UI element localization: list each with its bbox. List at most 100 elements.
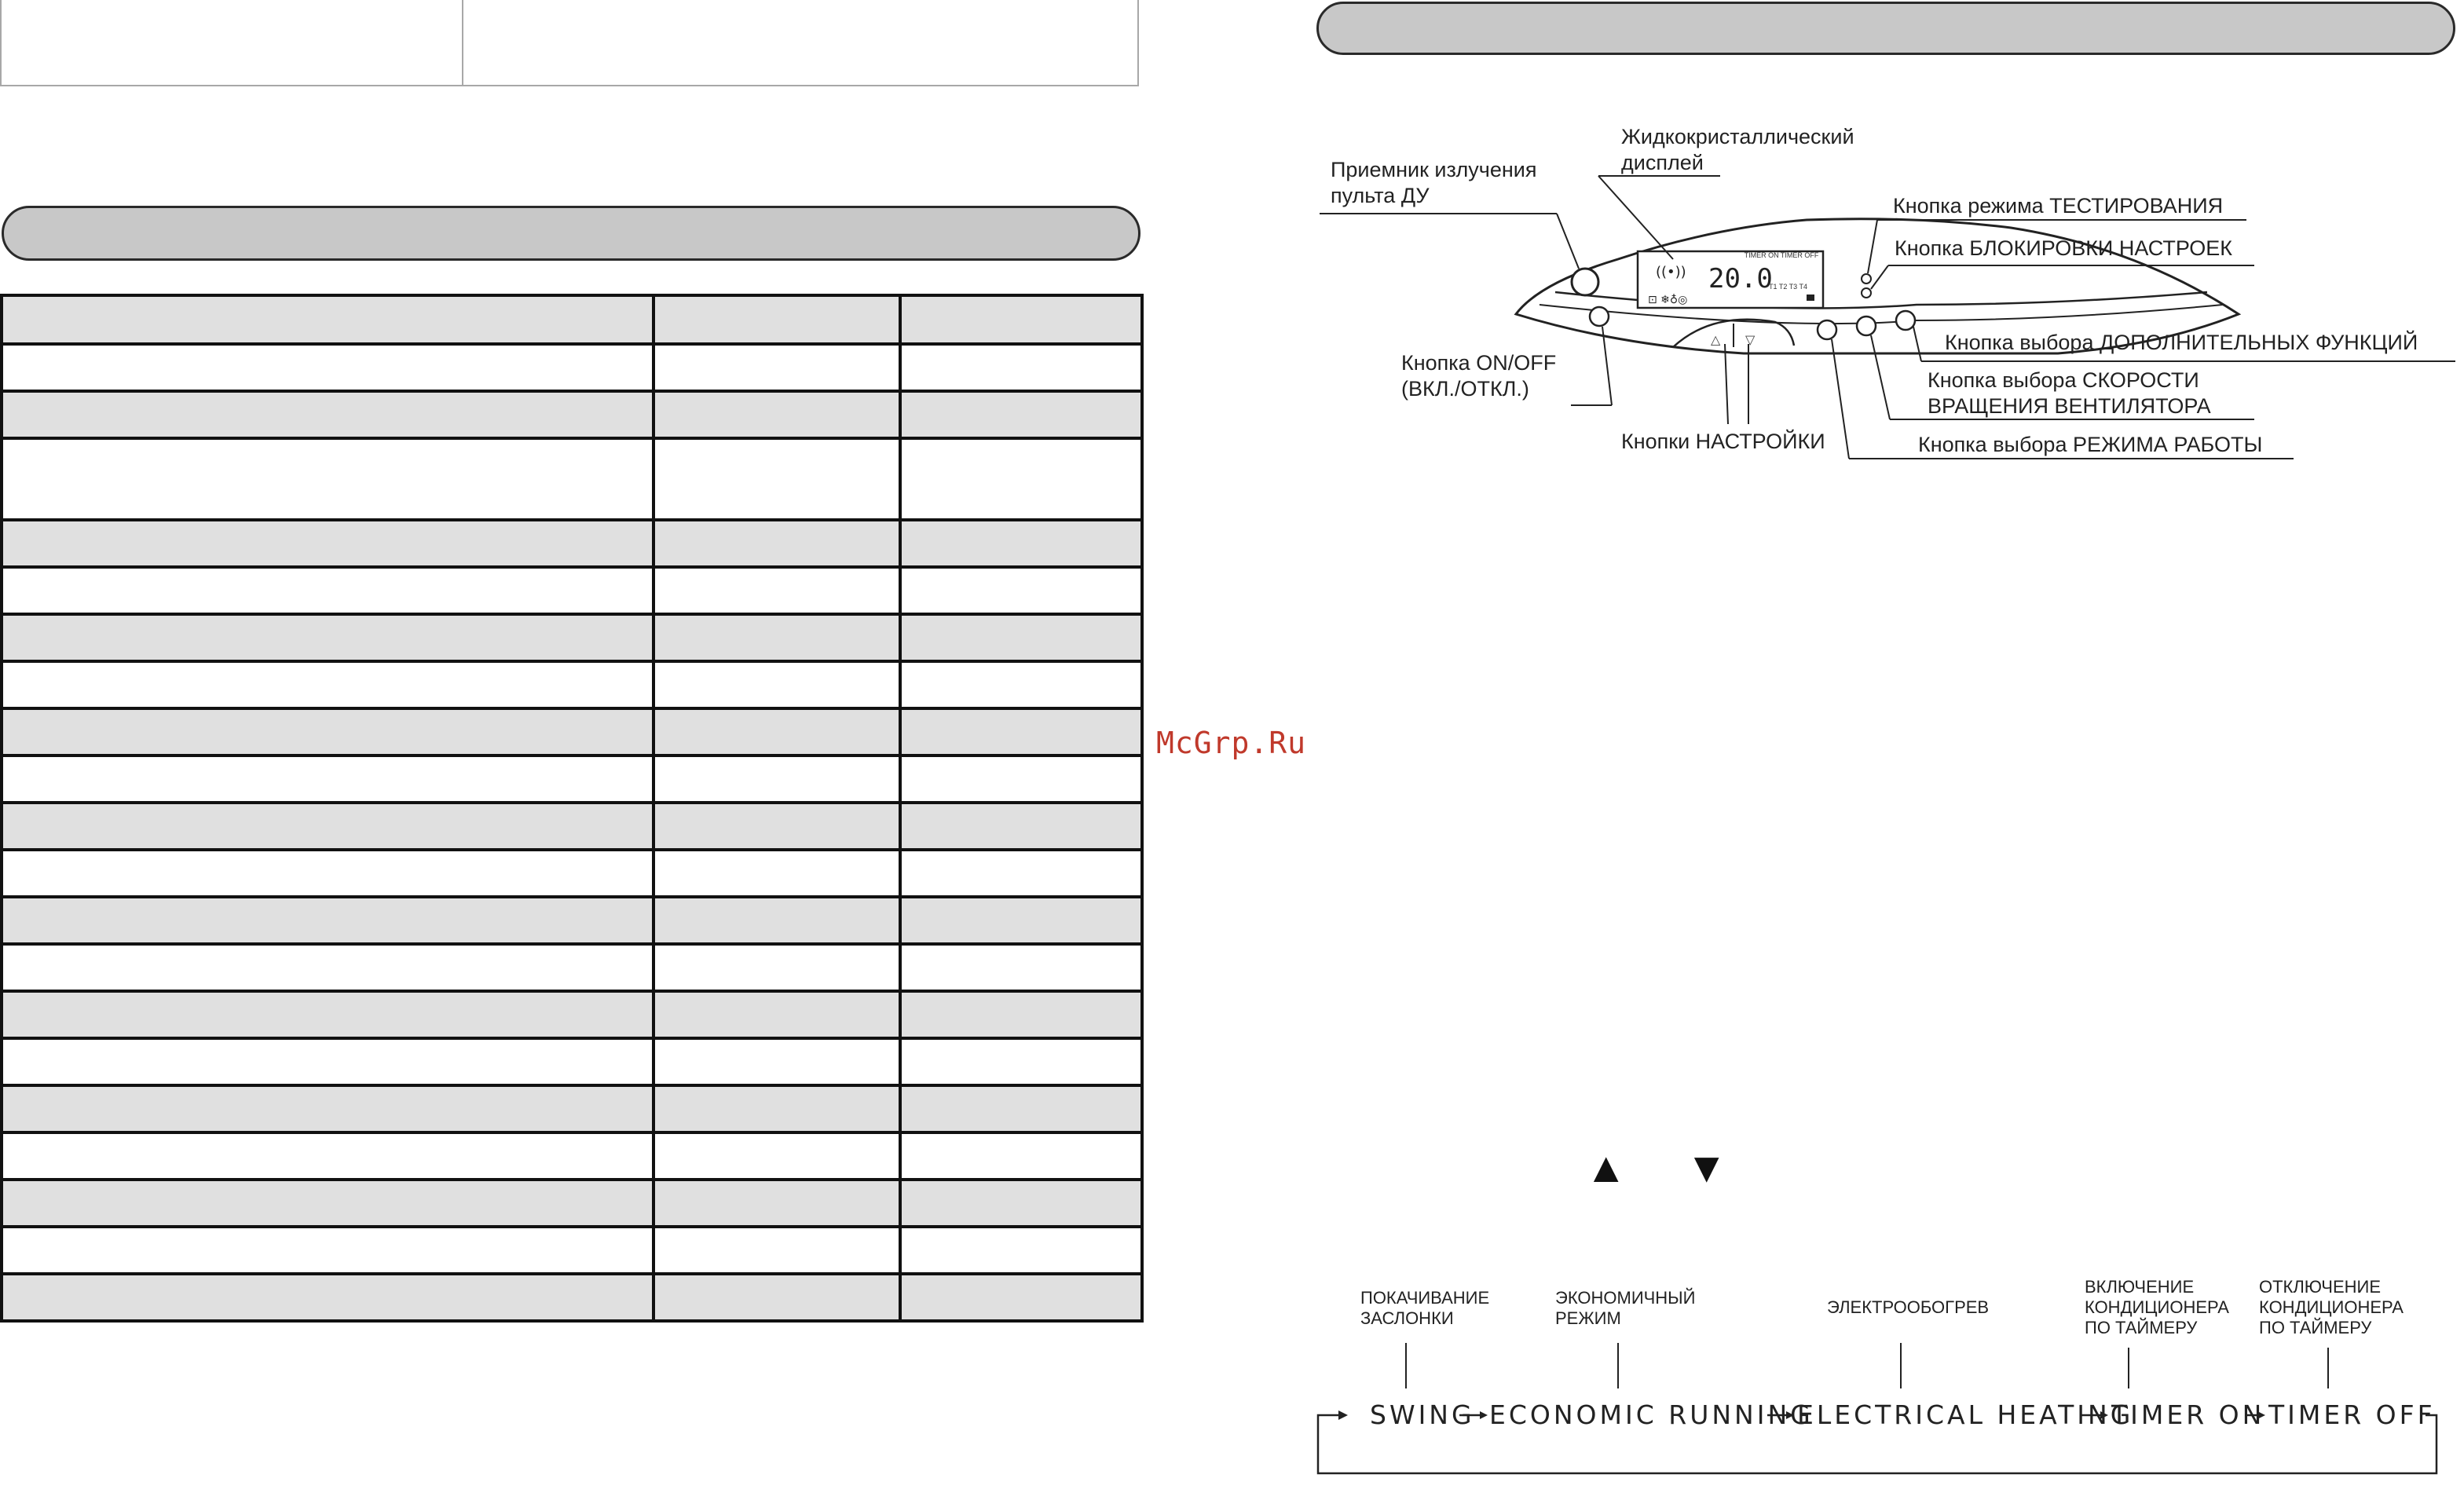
label-fan-speed: Кнопка выбора СКОРОСТИ ВРАЩЕНИЯ ВЕНТИЛЯТ… — [1928, 368, 2211, 419]
arrow-head-icon — [1786, 1411, 1794, 1419]
label-fan-speed-line1: Кнопка выбора СКОРОСТИ — [1928, 368, 2199, 392]
leader-line — [1556, 213, 1580, 269]
settings-up-button[interactable]: △ — [1711, 332, 1721, 347]
table-row — [0, 660, 1144, 710]
step-economic-running: ECONOMIC RUNNING — [1489, 1399, 1814, 1430]
caption-timer-on-line3: ПО ТАЙМЕРУ — [2085, 1318, 2198, 1337]
section-header-bar-left — [2, 206, 1140, 261]
table-row — [0, 1131, 1144, 1181]
leader-line — [1870, 265, 1889, 290]
caption-timer-off: ОТКЛЮЧЕНИЕ КОНДИЦИОНЕРА ПО ТАЙМЕРУ — [2259, 1277, 2404, 1338]
down-arrow-icon: ▼ — [1686, 1144, 1728, 1191]
settings-down-button[interactable]: ▽ — [1745, 332, 1756, 347]
label-settings: Кнопки НАСТРОЙКИ — [1621, 430, 1825, 453]
lock-led-icon — [1861, 287, 1872, 298]
leader-line — [1598, 175, 1674, 260]
caption-timer-on: ВКЛЮЧЕНИЕ КОНДИЦИОНЕРА ПО ТАЙМЕРУ — [2085, 1277, 2229, 1338]
table-row — [0, 895, 1144, 946]
on-off-button[interactable] — [1588, 305, 1610, 327]
test-mode-led-icon — [1861, 273, 1872, 284]
mode-button[interactable] — [1816, 319, 1838, 341]
leader-line — [1870, 335, 1891, 420]
label-test-mode: Кнопка режима ТЕСТИРОВАНИЯ — [1893, 194, 2224, 218]
section-header-bar-right — [1316, 2, 2455, 55]
label-mode: Кнопка выбора РЕЖИМА РАБОТЫ — [1918, 433, 2263, 456]
step-electrical-heating: ELECTRICAL HEATING — [1797, 1399, 2134, 1430]
lcd-mode-icons: ⊡ ❄♁◎ — [1648, 294, 1687, 306]
top-info-box — [0, 0, 1139, 86]
leader-line — [1913, 326, 1922, 362]
table-row — [0, 990, 1144, 1040]
label-on-off-line2: (ВКЛ./ОТКЛ.) — [1401, 377, 1529, 401]
step-timer-on: TIMER ON — [2111, 1399, 2265, 1430]
caption-economic: ЭКОНОМИЧНЫЙ РЕЖИМ — [1555, 1288, 1695, 1329]
table-row — [0, 848, 1144, 898]
lcd-display — [1636, 250, 1825, 309]
label-lcd: Жидкокристаллический дисплей — [1621, 124, 1854, 176]
caption-economic-line2: РЕЖИМ — [1555, 1308, 1621, 1328]
table-row — [0, 1037, 1144, 1087]
watermark: McGrp.Ru — [1156, 726, 1307, 760]
function-cycle-diagram — [1316, 1343, 2438, 1475]
caption-heating-line1: ЭЛЕКТРООБОГРЕВ — [1827, 1297, 1990, 1317]
step-timer-off: TIMER OFF — [2268, 1399, 2436, 1430]
caption-timer-on-line2: КОНДИЦИОНЕРА — [2085, 1297, 2229, 1317]
table-row — [0, 294, 1144, 346]
caption-swing-line1: ПОКАЧИВАНИЕ — [1360, 1288, 1490, 1308]
table-row — [0, 754, 1144, 804]
leader-line — [1724, 343, 1729, 425]
fan-speed-button[interactable] — [1855, 315, 1877, 337]
caption-timer-off-line2: КОНДИЦИОНЕРА — [2259, 1297, 2404, 1317]
arrow-head-icon — [2257, 1411, 2265, 1419]
up-arrow-icon: ▲ — [1585, 1144, 1627, 1191]
top-info-box-divider — [462, 0, 463, 86]
table-row — [0, 342, 1144, 393]
step-swing: SWING — [1370, 1399, 1475, 1430]
label-lock: Кнопка БЛОКИРОВКИ НАСТРОЕК — [1895, 236, 2232, 260]
cycle-return-line — [1316, 1414, 2438, 1475]
caption-swing: ПОКАЧИВАНИЕ ЗАСЛОНКИ — [1360, 1288, 1489, 1329]
lcd-timer-text: TIMER ON TIMER OFF — [1745, 251, 1819, 259]
caption-timer-off-line1: ОТКЛЮЧЕНИЕ — [2259, 1277, 2382, 1297]
lcd-timer-slots: T1 T2 T3 T4 — [1769, 283, 1807, 291]
caption-swing-line2: ЗАСЛОНКИ — [1360, 1308, 1454, 1328]
wall-controller-diagram: TIMER ON TIMER OFF ((•)) 20.0 T1 T2 T3 T… — [1320, 175, 2455, 459]
lcd-temperature-digits: 20.0 — [1708, 263, 1773, 295]
ir-receiver-icon — [1570, 267, 1600, 297]
table-row — [0, 565, 1144, 616]
leader-line — [1602, 326, 1613, 406]
table-row — [0, 1178, 1144, 1228]
label-receiver-line2: пульта ДУ — [1331, 184, 1430, 207]
table-row — [0, 613, 1144, 663]
label-extra-functions: Кнопка выбора ДОПОЛНИТЕЛЬНЫХ ФУНКЦИЙ — [1945, 331, 2418, 354]
lcd-indicator-icon — [1807, 295, 1814, 301]
table-row — [0, 707, 1144, 757]
spec-table — [0, 294, 1144, 1323]
table-row — [0, 801, 1144, 851]
table-row — [0, 1084, 1144, 1134]
caption-economic-line1: ЭКОНОМИЧНЫЙ — [1555, 1288, 1696, 1308]
table-row — [0, 390, 1144, 440]
table-row — [0, 437, 1144, 521]
caption-heating: ЭЛЕКТРООБОГРЕВ — [1827, 1297, 1989, 1318]
label-fan-speed-line2: ВРАЩЕНИЯ ВЕНТИЛЯТОРА — [1928, 394, 2211, 418]
label-on-off-line1: Кнопка ON/OFF — [1401, 351, 1557, 375]
label-receiver: Приемник излучения пульта ДУ — [1331, 157, 1537, 209]
extra-functions-button[interactable] — [1895, 309, 1917, 331]
label-lcd-line1: Жидкокристаллический — [1621, 125, 1854, 148]
table-row — [0, 942, 1144, 993]
leader-line — [1867, 219, 1878, 274]
table-row — [0, 1225, 1144, 1275]
controller-divider-line — [1539, 304, 2224, 325]
arrow-head-icon — [1480, 1411, 1488, 1419]
leader-line — [1831, 338, 1850, 459]
signal-icon: ((•)) — [1656, 264, 1686, 280]
table-row — [0, 1272, 1144, 1323]
caption-timer-off-line3: ПО ТАЙМЕРУ — [2259, 1318, 2372, 1337]
arrow-head-icon — [1338, 1410, 1348, 1420]
label-lcd-line2: дисплей — [1621, 151, 1704, 174]
label-on-off: Кнопка ON/OFF (ВКЛ./ОТКЛ.) — [1401, 350, 1556, 402]
arrow-head-icon — [2100, 1411, 2108, 1419]
label-receiver-line1: Приемник излучения — [1331, 158, 1537, 181]
caption-timer-on-line1: ВКЛЮЧЕНИЕ — [2085, 1277, 2195, 1297]
